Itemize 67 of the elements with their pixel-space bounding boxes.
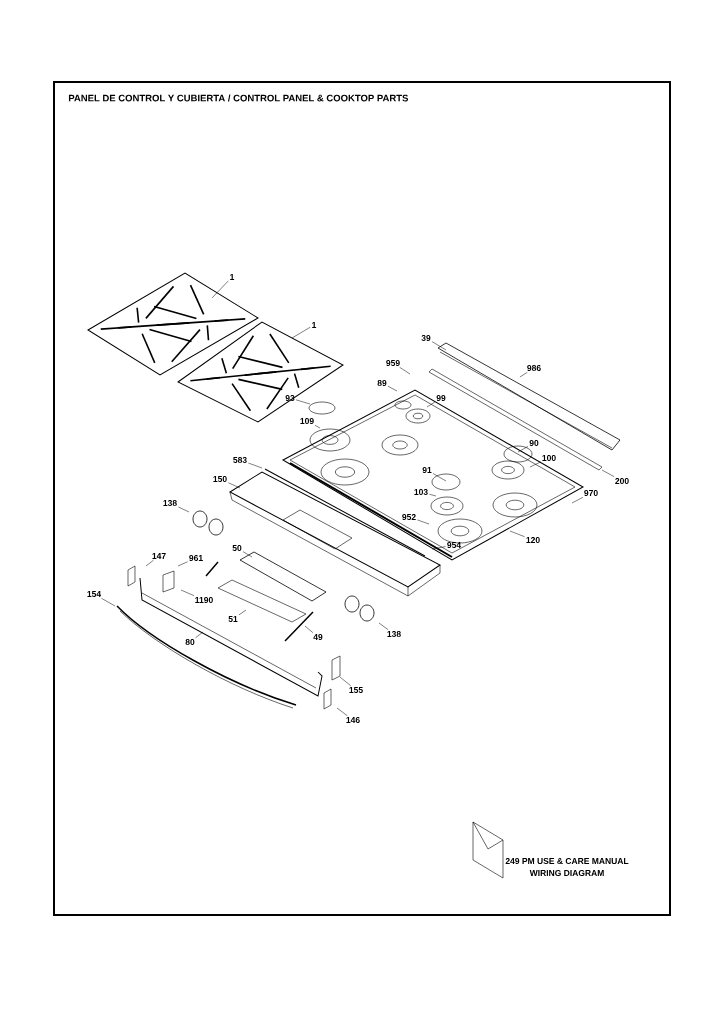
leader-line [431,341,447,351]
callout-number: 93 [285,395,295,401]
callout-number: 103 [414,489,428,495]
leader-line [387,385,398,392]
leader-line [314,425,321,429]
leader-line [378,622,389,630]
callout-number: 959 [386,360,400,366]
callout-number: 147 [152,553,166,559]
leader-line [339,676,351,686]
callout-number: 100 [542,455,556,461]
callout-number: 89 [377,380,387,386]
leader-line [238,609,247,616]
leader-line [417,519,430,525]
callout-number: 51 [228,616,238,622]
leader-line [291,326,311,339]
callout-number: 138 [387,631,401,637]
note-text: 249 PM USE & CARE MANUAL [505,858,629,864]
callout-number: 154 [87,591,102,597]
callout-number: 39 [421,335,431,341]
callout-number: 91 [422,467,432,473]
callout-number: 986 [527,365,541,371]
leader-line [399,367,411,375]
leader-line [304,625,314,633]
note-text: WIRING DIAGRAM [529,870,604,876]
callout-number: 138 [163,500,177,506]
leader-line [432,473,447,482]
callout-number: 583 [233,457,247,463]
title: PANEL DE CONTROL Y CUBIERTA / CONTROL PANEL & COOKTOP PARTS [68,94,408,102]
leader-line [228,482,241,489]
leader-line [177,561,188,567]
leader-line [242,551,253,558]
callout-number: 200 [615,478,629,484]
callout-number: 99 [436,395,446,401]
leader-line [429,494,437,497]
leader-line [601,469,615,477]
leader-line [295,399,311,405]
leader-line [571,497,584,504]
leader-line [248,462,263,469]
leader-line [145,560,154,567]
callout-number: 155 [349,687,363,693]
callout-number: 50 [232,545,242,551]
leader-line [517,446,529,453]
callout-number: 49 [313,634,323,640]
leader-line [519,372,528,378]
callout-number: 961 [189,555,203,561]
callout-number: 1190 [195,597,213,603]
callout-number: 954 [447,542,462,548]
callout-number: 90 [529,440,539,446]
callout-number: 952 [402,514,416,520]
callout-number: 1 [312,322,317,328]
leader-line [178,506,190,513]
leader-line [426,401,436,408]
callout-number: 120 [526,537,540,543]
leader-line [529,461,541,468]
leader-line [509,530,525,537]
callout-number: 150 [213,476,227,482]
callout-number: 1 [230,274,235,280]
leader-line [211,280,229,299]
leader-line [195,631,204,638]
callout-number: 80 [185,639,195,645]
leader-line [101,598,116,607]
callout-number: 970 [584,490,598,496]
leader-line [336,707,348,716]
callout-number: 146 [346,717,360,723]
callout-number: 109 [300,418,314,424]
leader-line [180,589,195,596]
leader-line [431,546,446,550]
